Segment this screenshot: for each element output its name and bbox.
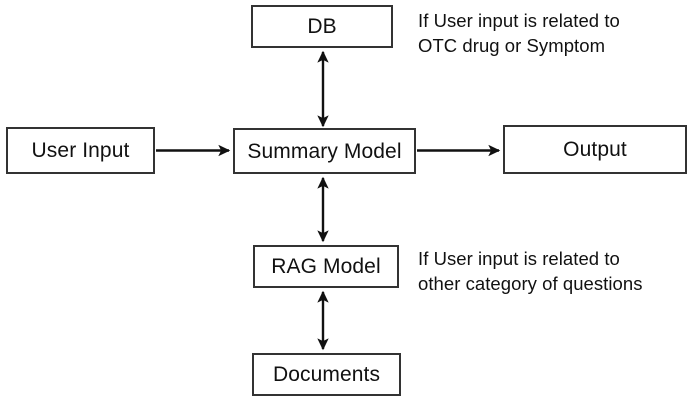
node-output[interactable]: Output (503, 125, 687, 174)
node-user-input-label: User Input (31, 139, 130, 162)
node-documents[interactable]: Documents (252, 353, 401, 396)
annotation-other-category-condition: If User input is related to other catego… (418, 248, 643, 294)
node-rag-model[interactable]: RAG Model (253, 245, 399, 288)
node-summary-model[interactable]: Summary Model (233, 128, 416, 174)
annotation-otc-condition: If User input is related to OTC drug or … (418, 10, 620, 56)
node-db-label: DB (307, 15, 337, 38)
node-db[interactable]: DB (251, 5, 393, 48)
node-output-label: Output (563, 138, 627, 161)
node-summary-model-label: Summary Model (247, 139, 402, 163)
node-user-input[interactable]: User Input (6, 127, 155, 174)
node-rag-model-label: RAG Model (271, 255, 381, 278)
node-documents-label: Documents (272, 363, 381, 386)
